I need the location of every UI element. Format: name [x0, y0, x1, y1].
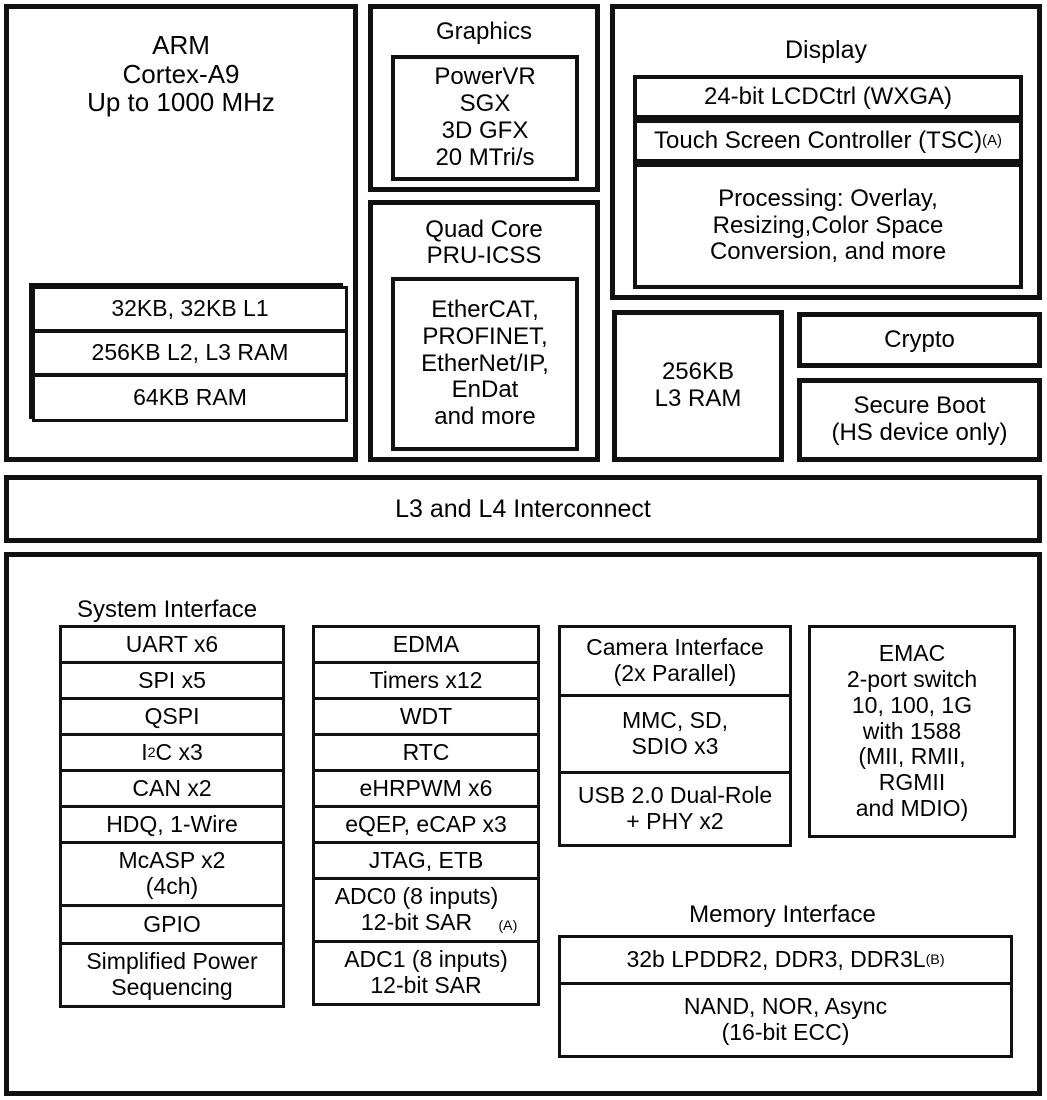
peripheral-camera-interface: Camera Interface (2x Parallel) [558, 625, 792, 697]
memory-ddr-label: 32b LPDDR2, DDR3, DDR3L [626, 946, 926, 973]
memory-nand-nor: NAND, NOR, Async (16-bit ECC) [558, 982, 1013, 1058]
display-header: Display [785, 36, 867, 64]
memory-ddr: 32b LPDDR2, DDR3, DDR3L(B) [558, 935, 1013, 985]
graphics-header: Graphics [435, 18, 533, 45]
interconnect-bar: L3 and L4 Interconnect [4, 475, 1042, 543]
pru-icss-header: Quad Core PRU-ICSS [425, 216, 543, 270]
peripheral-i2c-label: I [141, 738, 148, 765]
peripheral-emac: EMAC 2-port switch 10, 100, 1G with 1588… [808, 625, 1016, 838]
system-interface-label: System Interface [77, 596, 258, 623]
graphics-block: Graphics PowerVR SGX 3D GFX 20 MTri/s [368, 4, 600, 192]
pru-icss-inner: EtherCAT, PROFINET, EtherNet/IP, EnDat a… [391, 277, 579, 451]
peripheral-can: CAN x2 [59, 769, 285, 808]
peripheral-i2c-label-after: C x3 [155, 738, 203, 765]
peripheral-hdq: HDQ, 1-Wire [59, 805, 285, 844]
peripheral-eqep-ecap: eQEP, eCAP x3 [312, 805, 540, 844]
peripheral-ehrpwm: eHRPWM x6 [312, 769, 540, 808]
peripheral-timers: Timers x12 [312, 661, 540, 700]
peripheral-mcasp: McASP x2 (4ch) [59, 841, 285, 907]
display-processing: Processing: Overlay, Resizing,Color Spac… [633, 163, 1023, 289]
secure-boot-block: Secure Boot (HS device only) [797, 378, 1042, 462]
peripheral-rtc: RTC [312, 733, 540, 772]
arm-block: ARM Cortex-A9 Up to 1000 MHz 32KB, 32KB … [4, 4, 358, 462]
display-tsc-label: Touch Screen Controller (TSC) [654, 126, 983, 154]
display-tsc: Touch Screen Controller (TSC)(A) [633, 119, 1023, 163]
memory-interface-group: 32b LPDDR2, DDR3, DDR3L(B) NAND, NOR, As… [558, 935, 1013, 1061]
arm-memory-l2: 256KB L2, L3 RAM [32, 330, 348, 376]
peripheral-usb: USB 2.0 Dual-Role + PHY x2 [558, 771, 792, 847]
arm-memory-ram: 64KB RAM [32, 374, 348, 422]
peripheral-spi: SPI x5 [59, 661, 285, 700]
peripheral-column-3: Camera Interface (2x Parallel) MMC, SD, … [558, 625, 792, 853]
peripheral-column-2: EDMA Timers x12 WDT RTC eHRPWM x6 eQEP, … [312, 625, 540, 1030]
arm-memory-l1: 32KB, 32KB L1 [32, 286, 348, 332]
peripheral-mmc-sd-sdio: MMC, SD, SDIO x3 [558, 694, 792, 774]
l3-ram-block: 256KB L3 RAM [612, 310, 784, 462]
peripheral-wdt: WDT [312, 697, 540, 736]
peripheral-adc1: ADC1 (8 inputs) 12-bit SAR [312, 940, 540, 1006]
display-block: Display 24-bit LCDCtrl (WXGA) Touch Scre… [610, 4, 1042, 300]
arm-header: ARM Cortex-A9 Up to 1000 MHz [87, 30, 275, 118]
peripheral-jtag-etb: JTAG, ETB [312, 841, 540, 880]
memory-interface-label: Memory Interface [689, 901, 876, 928]
arm-memory-group: 32KB, 32KB L1 256KB L2, L3 RAM 64KB RAM [29, 283, 348, 422]
display-lcdctrl: 24-bit LCDCtrl (WXGA) [633, 75, 1023, 119]
peripheral-uart: UART x6 [59, 625, 285, 664]
graphics-inner: PowerVR SGX 3D GFX 20 MTri/s [391, 55, 579, 181]
peripheral-adc0: ADC0 (8 inputs) 12-bit SAR(A) [312, 877, 540, 943]
peripheral-power-sequencing: Simplified Power Sequencing [59, 942, 285, 1008]
peripheral-adc0-label: ADC0 (8 inputs) 12-bit SAR [334, 883, 499, 935]
peripheral-gpio: GPIO [59, 904, 285, 945]
crypto-block: Crypto [797, 312, 1042, 368]
peripheral-edma: EDMA [312, 625, 540, 664]
peripheral-qspi: QSPI [59, 697, 285, 736]
pru-icss-block: Quad Core PRU-ICSS EtherCAT, PROFINET, E… [368, 200, 600, 462]
